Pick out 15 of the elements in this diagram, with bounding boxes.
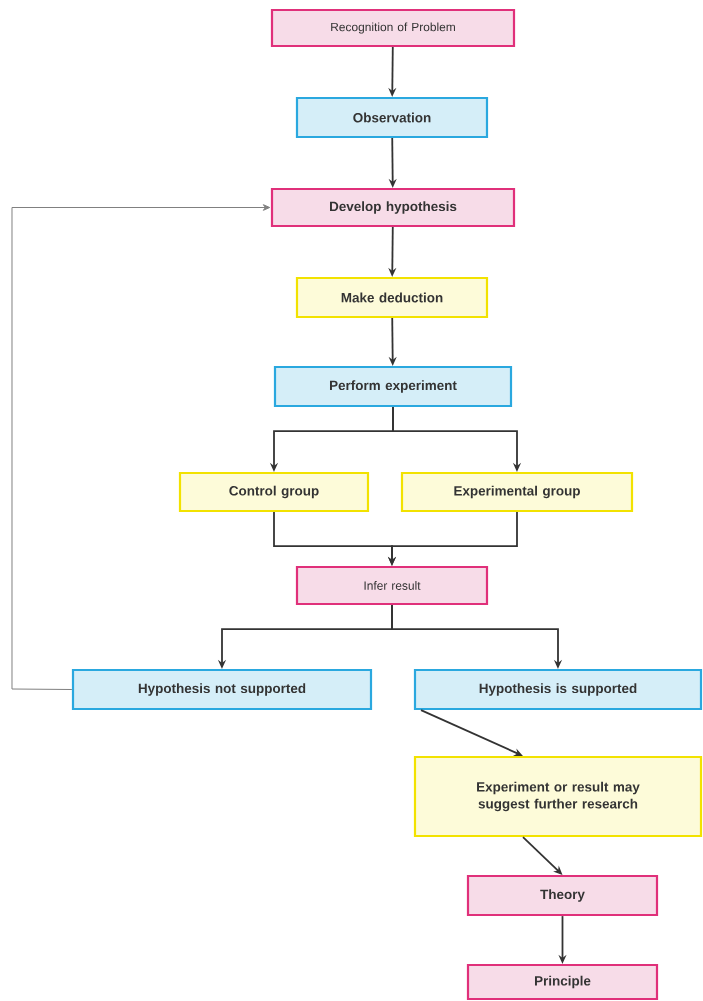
arrow	[11, 204, 271, 690]
process-box: Recognition of Problem	[270, 8, 516, 48]
process-box: Control group	[178, 471, 370, 513]
process-box: Hypothesis not supported	[71, 668, 373, 711]
process-box: Theory	[466, 874, 659, 917]
process-box: Infer result	[295, 565, 489, 606]
process-box: Perform experiment	[273, 365, 513, 408]
process-box: Make deduction	[295, 276, 489, 319]
process-box: Observation	[295, 96, 489, 139]
process-box: Experiment or result may suggest further research	[413, 755, 703, 838]
process-box: Develop hypothesis	[270, 187, 516, 228]
process-box: Hypothesis is supported	[413, 668, 703, 711]
arrow	[420, 709, 523, 756]
process-box: Experimental group	[400, 471, 634, 513]
process-box: Principle	[466, 963, 659, 1001]
